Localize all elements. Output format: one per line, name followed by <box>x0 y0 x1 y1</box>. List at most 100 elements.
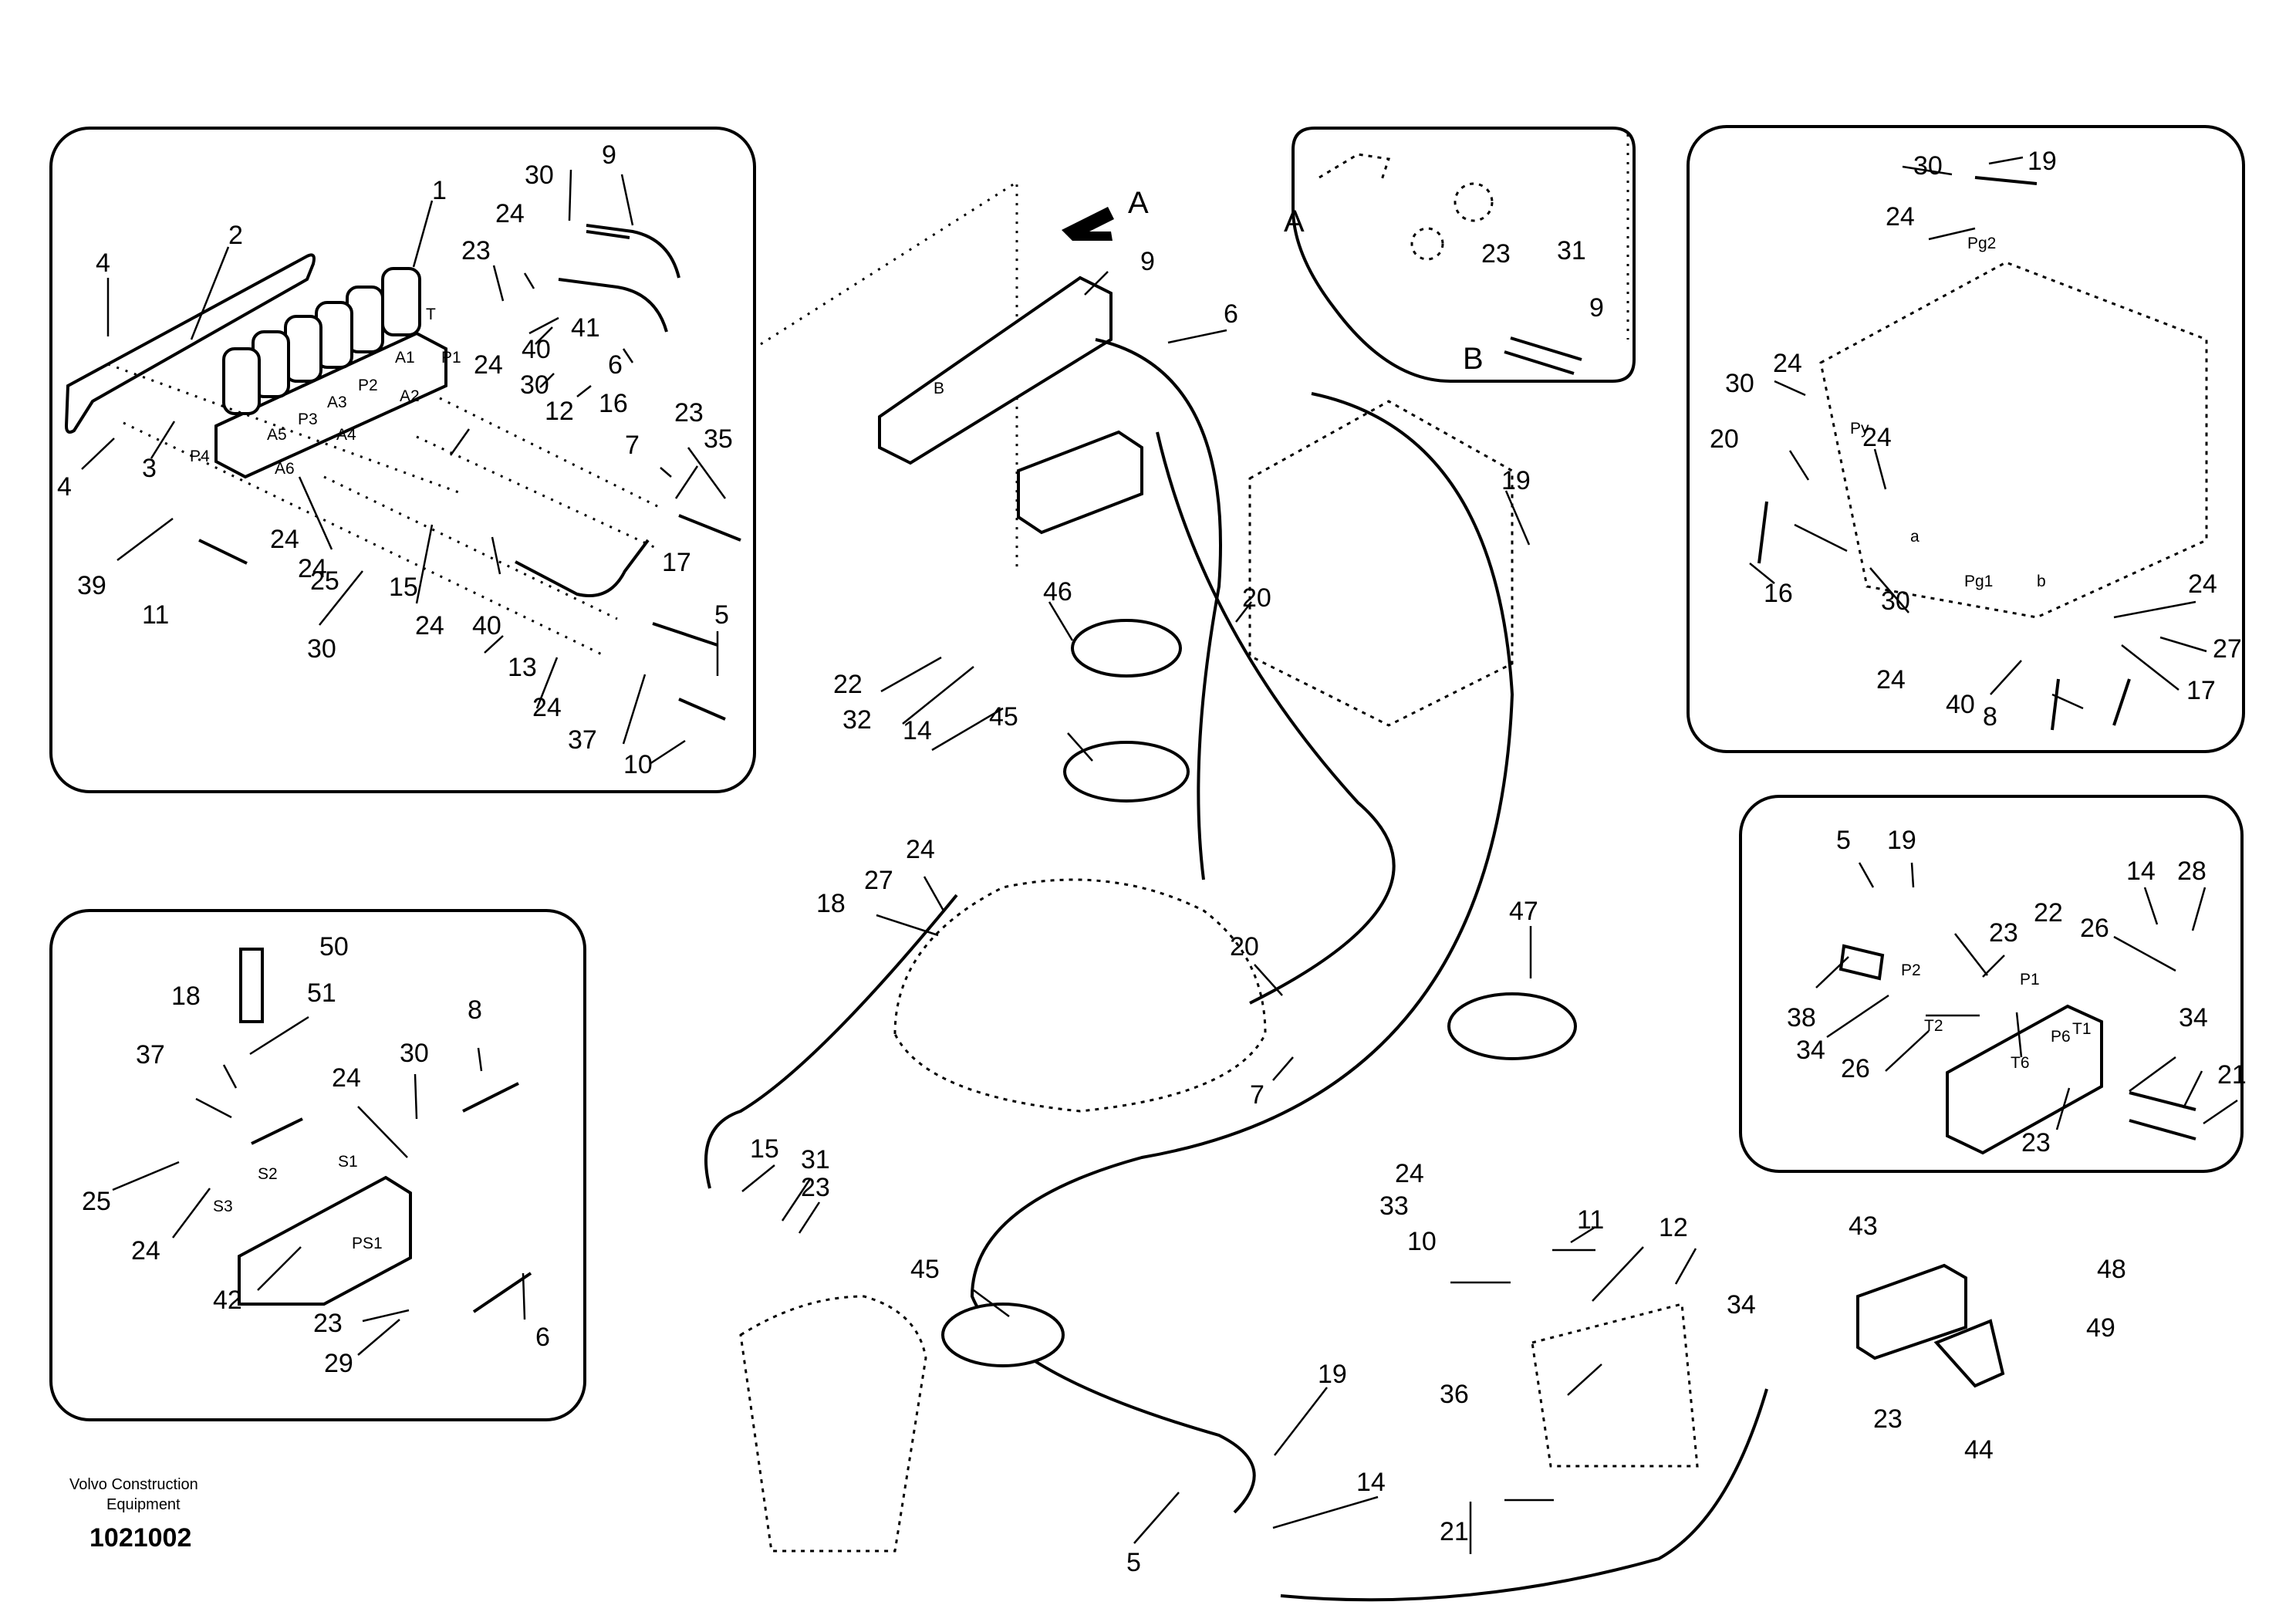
callout-label: 31 <box>1557 236 1586 265</box>
solenoid-valve-main <box>878 275 1113 465</box>
company-name-line-1: Volvo Construction <box>69 1476 198 1493</box>
callout-label: 14 <box>1356 1468 1386 1497</box>
inset-view-a <box>1292 127 1636 383</box>
callout-label: 11 <box>142 600 169 630</box>
callout-label: 5 <box>1126 1548 1141 1577</box>
callout-label: 51 <box>307 978 336 1008</box>
hose-6-bl <box>472 1272 532 1313</box>
callout-label: 23 <box>1989 918 2018 948</box>
callout-label: 27 <box>2213 634 2242 664</box>
callout-label: 23 <box>1873 1404 1903 1434</box>
callout-label: 50 <box>319 932 349 961</box>
callout-label: 4 <box>96 248 110 278</box>
callout-label: 33 <box>1379 1191 1409 1221</box>
port-label: P2 <box>358 377 378 394</box>
port-label: Pg2 <box>1967 235 1996 252</box>
callout-label: 9 <box>1589 293 1604 323</box>
port-labels: T P1 A1 P2 A2 P3 A3 A5 A4 A6 P4 Pg2 Py a… <box>190 235 2092 1252</box>
callout-labels: 1 2 3 4 4 9 30 24 23 41 6 40 24 30 12 16… <box>57 140 2247 1577</box>
callout-label: 41 <box>571 313 600 343</box>
hose-18-bl <box>251 1117 303 1145</box>
callout-label: 20 <box>1230 932 1259 961</box>
callout-label: 30 <box>1725 369 1754 398</box>
callout-label: 24 <box>131 1236 160 1265</box>
callout-label: 24 <box>2188 569 2217 599</box>
callout-label: 37 <box>136 1040 165 1070</box>
callout-label: 23 <box>313 1309 343 1338</box>
port-label: T <box>426 306 436 323</box>
hose-19-right-inset <box>1974 176 2038 185</box>
callout-label: 46 <box>1043 577 1072 607</box>
hose-20-right-inset <box>1757 501 1768 564</box>
hose-5 <box>678 514 741 542</box>
port-label: A5 <box>267 426 287 444</box>
harness-band-46 <box>1071 619 1182 678</box>
callout-label: 24 <box>1862 423 1892 452</box>
pilot-block-inset-parts <box>1838 944 2196 1155</box>
callout-label: 40 <box>472 611 501 640</box>
callout-label: 30 <box>400 1039 429 1068</box>
callout-label: 24 <box>906 835 935 864</box>
hose-17 <box>652 622 718 647</box>
callout-label: 23 <box>2021 1128 2051 1157</box>
callout-label: 23 <box>461 236 491 265</box>
view-a-inset-parts <box>1319 153 1582 375</box>
callout-label: 5 <box>1836 826 1851 855</box>
hose-6-upper <box>558 278 668 333</box>
callout-label: 25 <box>310 566 339 596</box>
callout-label: 34 <box>2179 1003 2208 1032</box>
callout-label: 35 <box>704 424 733 454</box>
hose-8-right-inset <box>2051 678 2060 731</box>
block-42 <box>238 1175 412 1306</box>
callout-label: 8 <box>1983 702 1997 732</box>
solenoid-6 <box>222 347 261 415</box>
callout-label: 30 <box>520 370 549 400</box>
view-label-b: B <box>1463 342 1484 376</box>
callout-label: 24 <box>1395 1159 1424 1188</box>
callout-label: 12 <box>1659 1213 1688 1242</box>
callout-label: 17 <box>2186 676 2216 705</box>
callout-label: 24 <box>270 525 299 554</box>
port-label: S3 <box>213 1198 233 1215</box>
inset-frames <box>49 125 2245 1421</box>
callout-label: 23 <box>674 398 704 427</box>
callout-label: 24 <box>1876 665 1906 694</box>
main-assembly <box>704 275 2005 1602</box>
port-label: A2 <box>400 387 420 405</box>
port-label: A3 <box>327 394 347 411</box>
callout-label: 34 <box>1796 1036 1825 1065</box>
port-label: P6 <box>2051 1028 2071 1046</box>
port-label: T2 <box>1924 1017 1943 1035</box>
port-label: PS1 <box>352 1235 383 1252</box>
callout-label: 15 <box>389 573 418 602</box>
callout-label: 14 <box>903 716 932 745</box>
callout-label: 13 <box>508 653 537 682</box>
callout-label: 23 <box>801 1173 830 1202</box>
callout-label: 43 <box>1849 1211 1878 1241</box>
bracket <box>64 253 316 434</box>
callout-label: 24 <box>298 554 327 583</box>
callout-label: 39 <box>77 571 106 600</box>
valve-block-inset-parts <box>64 224 741 721</box>
swivel-joint <box>739 1295 927 1553</box>
fitting-view-a <box>1454 182 1494 222</box>
port-label: Py <box>1850 420 1869 438</box>
control-valve-body <box>1819 261 2208 619</box>
callout-label: 27 <box>864 866 893 895</box>
callout-label: 32 <box>842 705 872 735</box>
port-label: P2 <box>1901 961 1921 979</box>
callout-label: 26 <box>1841 1054 1870 1083</box>
callout-label: 3 <box>142 454 157 483</box>
callout-label: 48 <box>2097 1255 2126 1284</box>
callout-label: 7 <box>625 431 640 460</box>
callout-label: 45 <box>989 702 1018 732</box>
callout-label: 24 <box>332 1063 361 1093</box>
callout-label: 24 <box>474 350 503 380</box>
hose-10 <box>678 698 726 721</box>
callout-label: 40 <box>522 335 551 364</box>
callout-label: 9 <box>1140 247 1155 276</box>
harness-band-45-upper <box>1063 741 1190 803</box>
callout-label: 21 <box>1440 1517 1469 1546</box>
callout-label: 30 <box>307 634 336 664</box>
callout-label: 34 <box>1727 1290 1756 1320</box>
